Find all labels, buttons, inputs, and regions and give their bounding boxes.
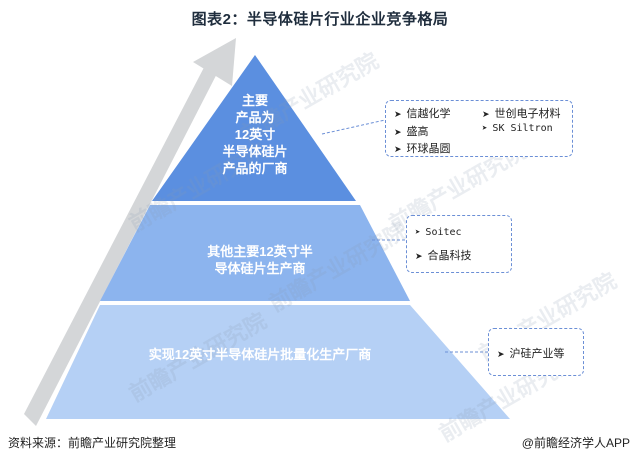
arrow-right-icon: ➤ xyxy=(497,349,505,359)
company-name: SK Siltron xyxy=(492,123,553,134)
pyramid-tier-top xyxy=(152,55,356,201)
arrow-right-icon: ➤ xyxy=(394,144,402,154)
company-name: 盛高 xyxy=(406,126,429,138)
arrow-right-icon: ➤ xyxy=(394,109,402,119)
brand-credit: @前瞻经济学人APP xyxy=(521,436,630,450)
source-note: 资料来源：前瞻产业研究院整理 xyxy=(8,436,177,450)
arrow-right-icon: ➤ xyxy=(415,251,423,261)
company-name: 信越化学 xyxy=(406,108,451,120)
callout-box-bottom: ➤ 沪硅产业等 xyxy=(488,328,584,376)
tier-label-line: 产品的厂商 xyxy=(222,161,288,176)
company-name: 沪硅产业等 xyxy=(509,348,565,360)
tier-label-line: 产品为 xyxy=(235,110,275,125)
callout-item: ➤ 世创电子材料 xyxy=(482,105,561,121)
callout-item: ➤ 盛高 xyxy=(394,123,429,139)
tier-label-line: 其他主要12英寸半 xyxy=(207,244,313,259)
company-name: 环球晶圆 xyxy=(406,143,451,155)
callout-item: ➤ 信越化学 xyxy=(394,105,451,121)
callout-item: ➤ 环球晶圆 xyxy=(394,140,451,156)
callout-item: ➤ Soitec xyxy=(415,227,462,238)
tier-label-line: 主要 xyxy=(241,93,268,108)
arrow-right-icon: ➤ xyxy=(482,109,490,119)
arrow-right-icon: ➤ xyxy=(482,124,488,134)
pyramid-tier-middle xyxy=(100,205,410,301)
chart-title: 图表2：半导体硅片行业企业竞争格局 xyxy=(191,11,449,28)
tier-label-line: 导体硅片生产商 xyxy=(214,261,306,276)
arrow-right-icon: ➤ xyxy=(394,127,402,137)
tier-label-middle: 其他主要12英寸半 导体硅片生产商 xyxy=(180,243,340,277)
pyramid-tier-bottom xyxy=(46,305,510,419)
tier-label-bottom: 实现12英寸半导体硅片批量化生产厂商 xyxy=(110,346,410,363)
company-name: 世创电子材料 xyxy=(494,108,561,120)
tier-label-line: 半导体硅片 xyxy=(222,144,288,159)
callout-box-middle: ➤ Soitec ➤ 合晶科技 xyxy=(406,215,512,273)
callout-item: ➤ 沪硅产业等 xyxy=(497,345,565,361)
tier-label-line: 12英寸 xyxy=(234,127,276,142)
callout-item: ➤ SK Siltron xyxy=(482,123,553,134)
arrow-right-icon: ➤ xyxy=(415,228,421,238)
callout-box-top: ➤信越化学 ➤世创电子材料 ➤盛高 ➤SK Siltron ➤环球晶圆 xyxy=(385,100,573,157)
growth-arrow xyxy=(24,38,236,426)
company-name: 合晶科技 xyxy=(427,250,472,262)
company-name: Soitec xyxy=(425,227,462,238)
tier-label-top: 主要 产品为 12英寸 半导体硅片 产品的厂商 xyxy=(200,92,310,177)
tier-label-line: 实现12英寸半导体硅片批量化生产厂商 xyxy=(148,347,372,362)
leader-line-top xyxy=(321,119,386,135)
callout-item: ➤ 合晶科技 xyxy=(415,247,472,263)
